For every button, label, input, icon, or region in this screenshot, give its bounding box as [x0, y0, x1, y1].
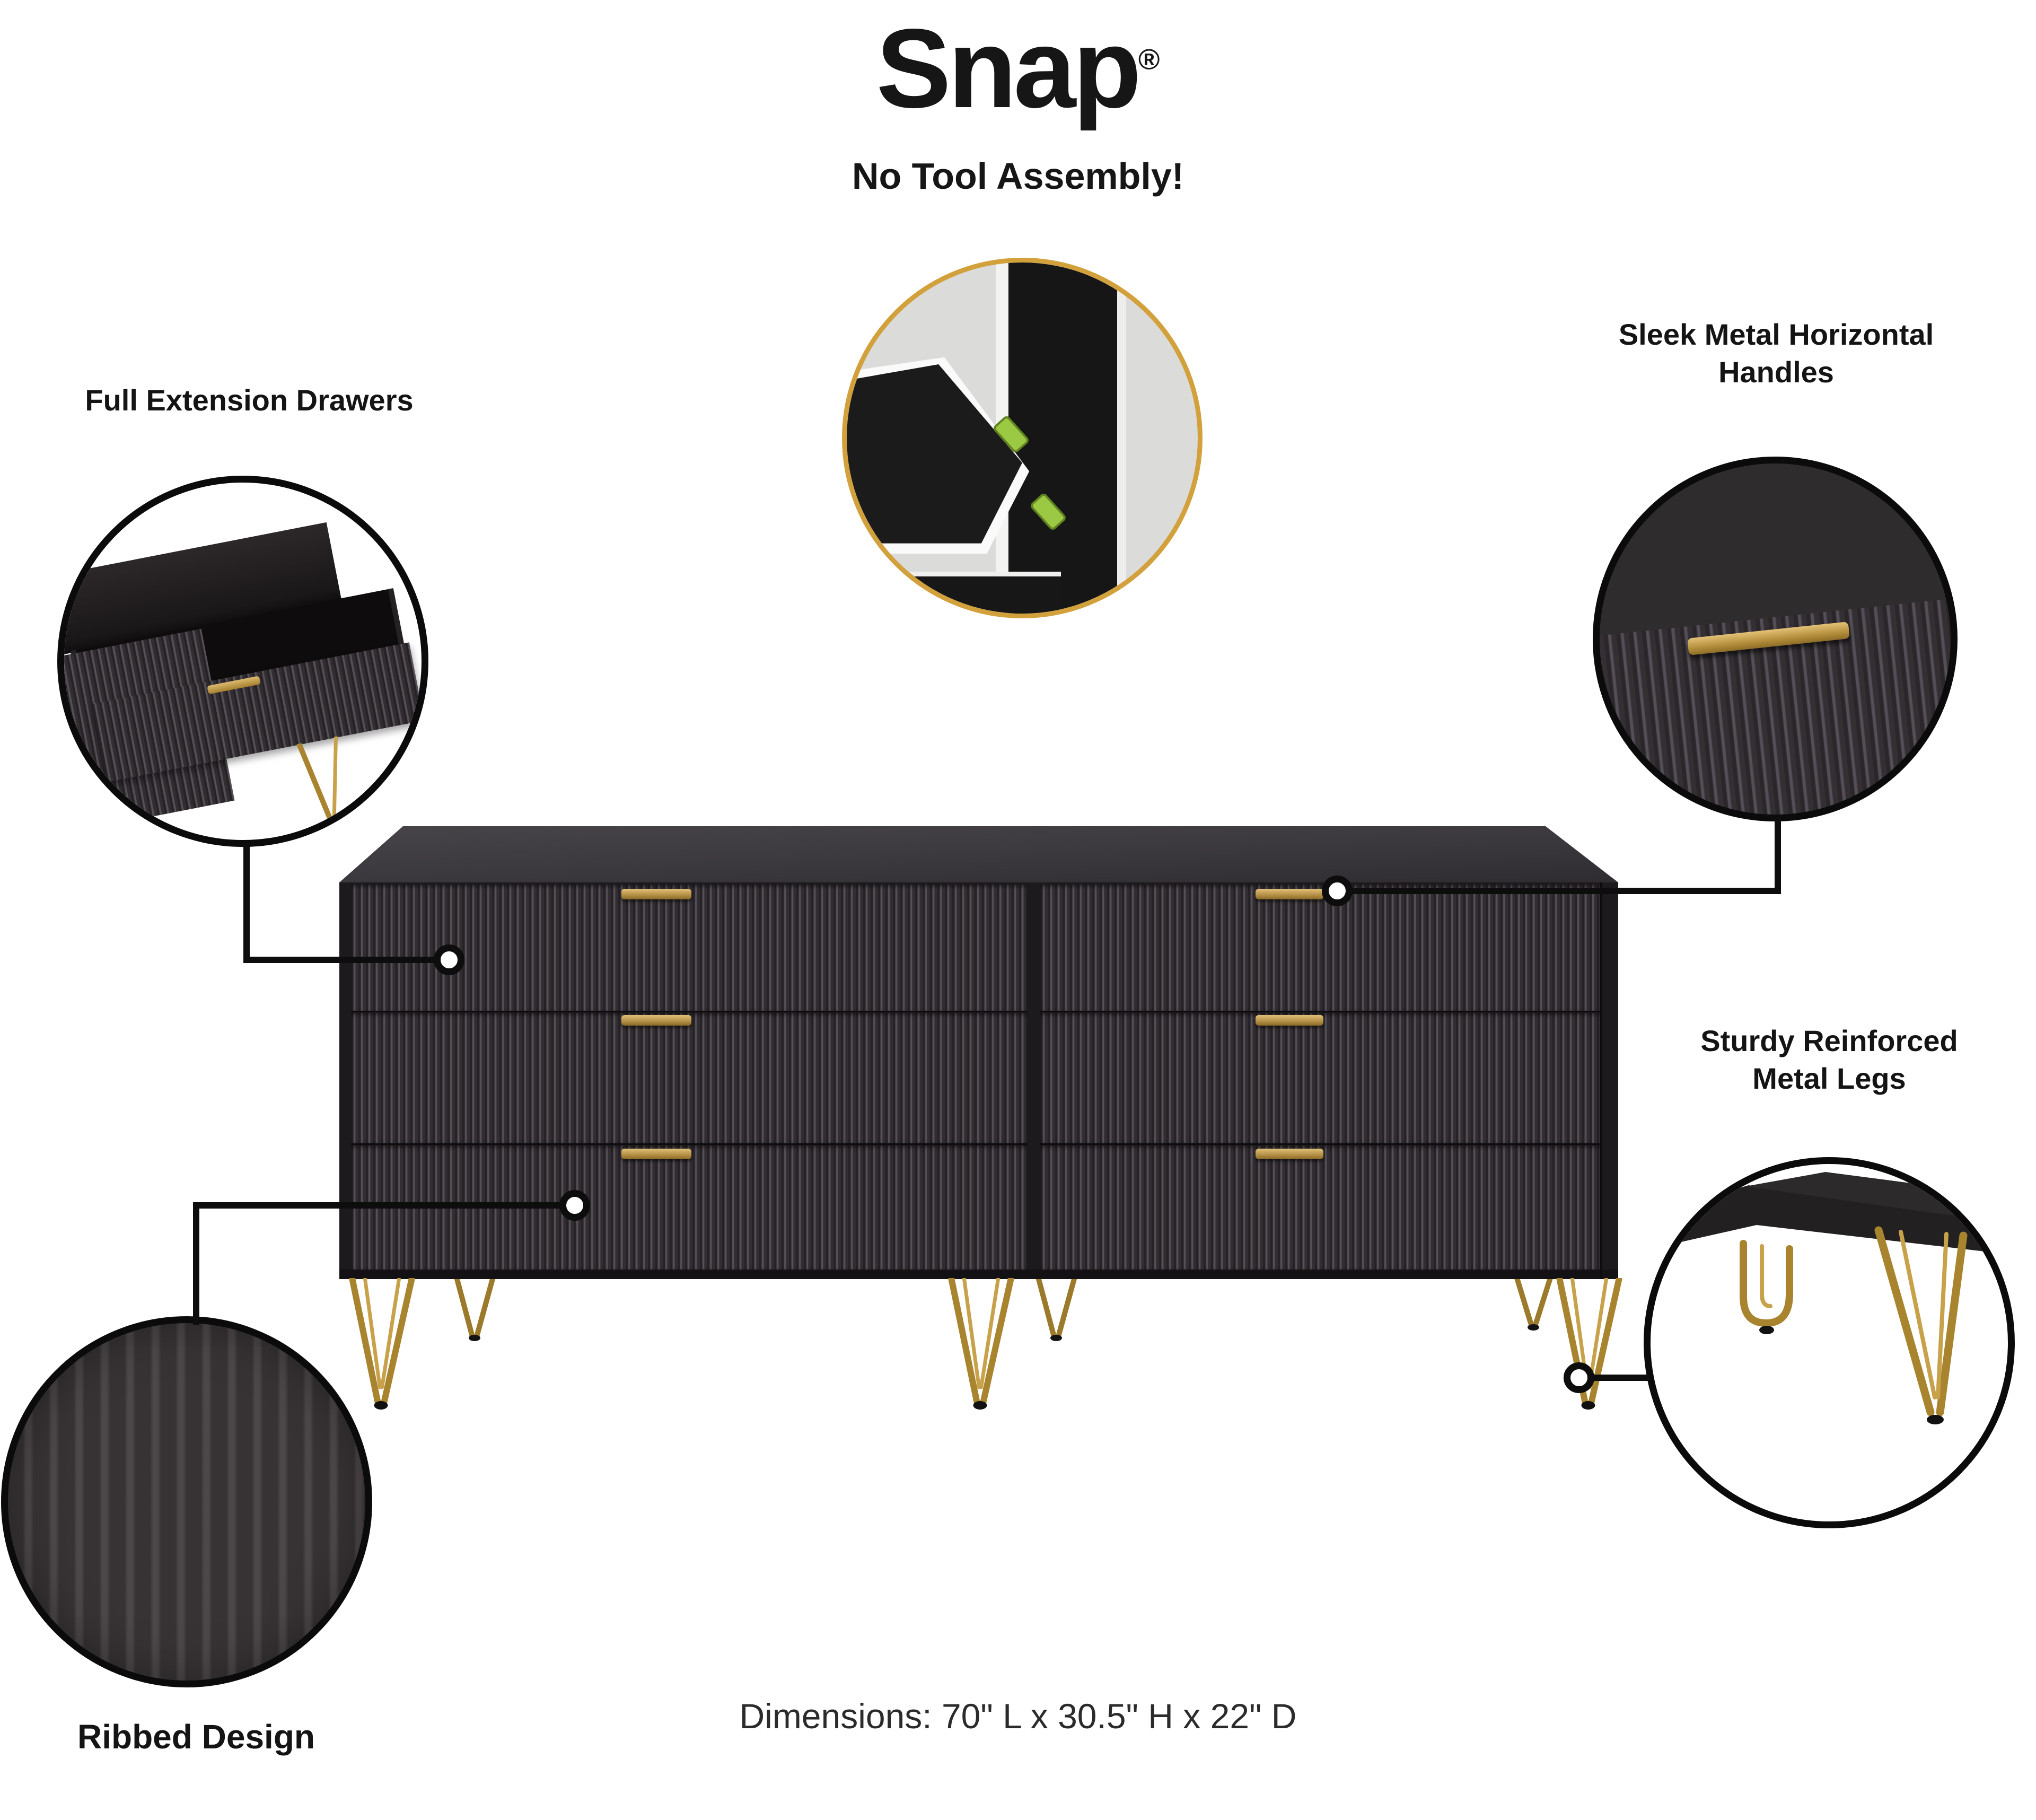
connector-line-handles [1350, 888, 1781, 894]
callout-point-handles [1322, 876, 1353, 906]
label-full-extension-drawers: Full Extension Drawers [85, 383, 414, 417]
connector-line-legs [1591, 1375, 1649, 1381]
label-line: Sleek Metal Horizontal [1618, 318, 1934, 351]
drawer-left-middle [351, 1013, 1028, 1145]
connector-line-ribbed [193, 1202, 199, 1325]
brand-name: Snap [876, 5, 1142, 131]
hairpin-leg-back-icon [452, 1270, 497, 1341]
gold-handle-icon [621, 1015, 691, 1026]
dimensions-text: Dimensions: 70" L x 30.5" H x 22" D [739, 1696, 1297, 1736]
gold-handle-closeup-inset [1593, 457, 1958, 821]
connector-line-handles [1775, 817, 1781, 894]
hairpin-leg-icon [1556, 1278, 1622, 1410]
lower-shelf [857, 571, 1061, 614]
drawer-right-middle [1040, 1013, 1600, 1145]
ribbed-texture-closeup-inset [1, 1316, 372, 1687]
hairpin-leg-closeup-inset [1644, 1157, 2015, 1528]
gold-handle-icon [1256, 889, 1323, 899]
callout-point-ribbed [559, 1190, 590, 1221]
callout-point-legs [1564, 1362, 1594, 1393]
label-sleek-metal-handles: Sleek Metal Horizontal Handles [1538, 316, 2015, 391]
label-ribbed-design: Ribbed Design [77, 1718, 315, 1756]
callout-point-drawers [434, 944, 464, 975]
gold-handle-icon [621, 889, 691, 899]
brand-title: Snap® [0, 9, 2036, 128]
white-gap [1117, 262, 1126, 614]
snap-connector-closeup-inset [842, 258, 1203, 618]
hairpin-leg-icon [349, 1278, 415, 1410]
drawer-left-top [351, 885, 1028, 1012]
dresser-front [339, 882, 1618, 1279]
open-drawer-illustration [64, 483, 422, 840]
tagline: No Tool Assembly! [852, 155, 1184, 197]
connector-line-ribbed [193, 1202, 564, 1209]
gold-handle-icon [621, 1149, 691, 1159]
registered-mark: ® [1138, 42, 1160, 76]
connector-line-drawers [243, 843, 250, 963]
label-sturdy-metal-legs: Sturdy Reinforced Metal Legs [1622, 1022, 2036, 1097]
label-line: Sturdy Reinforced [1700, 1024, 1958, 1057]
label-line: Metal Legs [1752, 1061, 1906, 1095]
drawer-right-top [1040, 885, 1600, 1012]
open-drawer-closeup-inset [57, 476, 428, 847]
dresser-top-surface [339, 826, 1618, 882]
label-line: Handles [1718, 355, 1834, 389]
hairpin-leg-back-icon [1034, 1270, 1079, 1341]
bottom-rail [339, 1270, 1618, 1279]
hairpin-leg-icon [948, 1278, 1014, 1410]
leg-illustration [1651, 1172, 2008, 1424]
gold-handle-icon [1256, 1015, 1323, 1026]
connector-line-drawers [243, 957, 441, 963]
hairpin-leg-icon [296, 736, 339, 827]
side-edge [1600, 882, 1602, 1279]
gold-handle-icon [1256, 1149, 1323, 1159]
hairpin-leg-back-icon [1512, 1270, 1555, 1331]
drawer-right-bottom [1040, 1145, 1600, 1271]
